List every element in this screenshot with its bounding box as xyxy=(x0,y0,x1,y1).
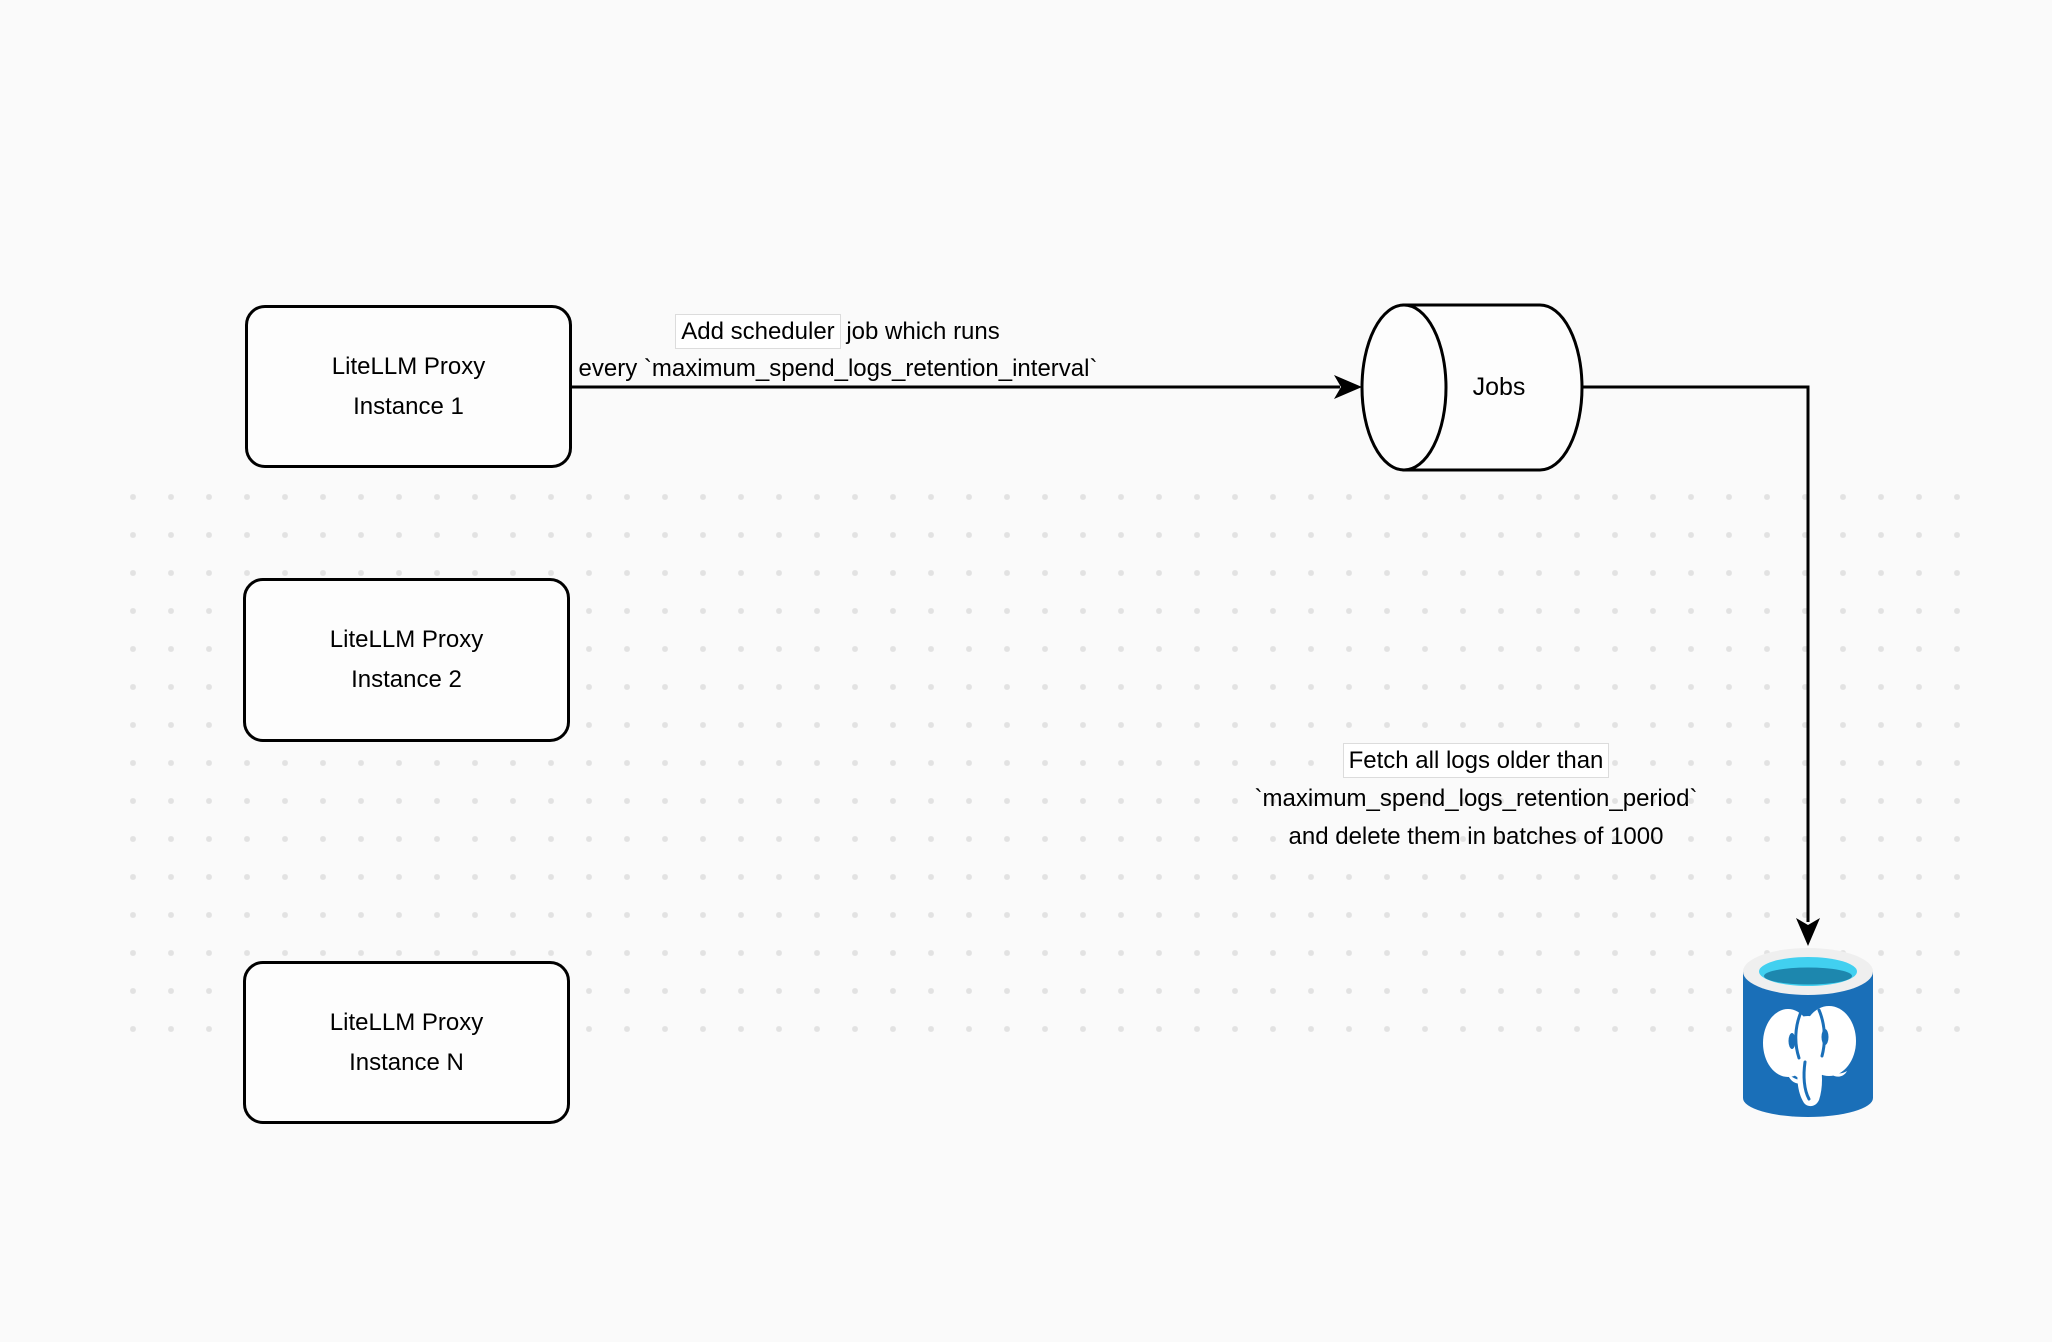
scheduler-edge-label-rest-text: job which runs xyxy=(839,318,1000,345)
jobs-node-label: Jobs xyxy=(1472,373,1526,401)
scheduler-edge-label-line1: Add scheduler job which runs xyxy=(538,313,1138,350)
scheduler-edge-label-line2: every `maximum_spend_logs_retention_inte… xyxy=(578,355,1098,382)
proxy-instance-n-label-line2: Instance N xyxy=(349,1048,464,1076)
fetch-edge-label-boxed-text: Fetch all logs older than xyxy=(1343,744,1609,777)
fetch-edge-label-line3: and delete them in batches of 1000 xyxy=(1288,823,1664,850)
proxy-instance-1-node: LiteLLM Proxy Instance 1 xyxy=(245,305,572,468)
scheduler-edge-label: Add scheduler job which runs every `maxi… xyxy=(538,313,1138,387)
pg-elephant-icon xyxy=(1763,1006,1856,1107)
proxy-instance-2-node: LiteLLM Proxy Instance 2 xyxy=(243,578,570,742)
proxy-instance-n-label-line1: LiteLLM Proxy xyxy=(329,1008,484,1036)
jobs-to-postgres-edge-arrow xyxy=(1583,385,1820,946)
scheduler-edge-arrow xyxy=(571,375,1362,399)
dot-grid-background xyxy=(114,478,1978,1048)
arrowhead-down-icon xyxy=(1796,918,1820,946)
jobs-queue-shape xyxy=(1360,303,1584,472)
proxy-instance-1-label-line2: Instance 1 xyxy=(353,392,464,420)
fetch-edge-label-line1: Fetch all logs older than xyxy=(1176,742,1776,780)
proxy-instance-1-label-line1: LiteLLM Proxy xyxy=(331,352,486,380)
pg-cylinder-water-dark xyxy=(1764,967,1852,985)
fetch-edge-label-line2: `maximum_spend_logs_retention_period` xyxy=(1254,785,1698,812)
proxy-instance-2-label-line2: Instance 2 xyxy=(351,666,462,693)
proxy-instance-2-label-line1: LiteLLM Proxy xyxy=(329,626,484,653)
cylinder-cap-icon xyxy=(1360,303,1448,472)
arrowhead-right-icon xyxy=(1334,375,1362,399)
scheduler-edge-label-boxed-text: Add scheduler xyxy=(676,315,840,348)
fetch-edge-label: Fetch all logs older than `maximum_spend… xyxy=(1176,742,1776,856)
postgresql-icon xyxy=(1743,948,1873,1117)
proxy-instance-n-node: LiteLLM Proxy Instance N xyxy=(243,961,570,1124)
